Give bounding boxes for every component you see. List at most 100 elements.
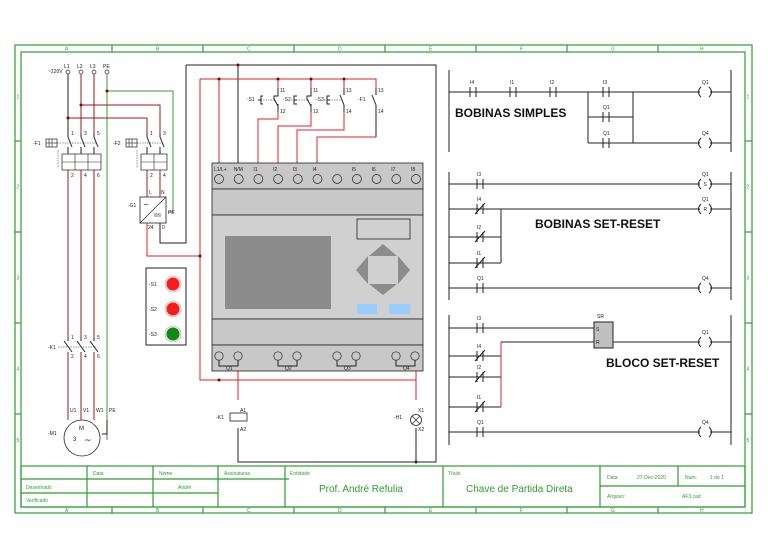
power-supply-g1: -G1 ~ PE 24 0 (128, 196, 175, 231)
nc-slash (474, 230, 486, 243)
contact-label: I4 (470, 80, 474, 86)
row-label-right: 3 (747, 276, 750, 282)
plc-output-terminal[interactable] (273, 351, 283, 361)
no-contact-blade (371, 94, 377, 106)
coil-arc (698, 336, 702, 348)
plc-output-terminal[interactable] (214, 351, 224, 361)
plc-input-terminal[interactable] (371, 174, 382, 184)
pushbutton-s3[interactable] (166, 327, 180, 341)
contact-f1-tag: -F1 (358, 97, 366, 103)
contact-label: I1 (477, 395, 481, 401)
svg-text:PE: PE (109, 408, 116, 414)
terminal-l1 (65, 69, 71, 75)
plc-input-terminal[interactable] (352, 174, 362, 184)
contact-top-label: 13 (346, 88, 352, 94)
plc-output-terminal[interactable] (410, 351, 420, 361)
svg-text:4: 4 (84, 354, 87, 360)
plc-input-terminal[interactable] (391, 174, 402, 184)
plc-output-contact (336, 360, 357, 367)
plc-key-left[interactable] (356, 256, 368, 284)
coil-label: Q1 (702, 172, 709, 178)
plc-output-label: Q2 (285, 366, 292, 372)
plc-input-terminal[interactable] (332, 174, 343, 184)
contact-top-label: 13 (378, 88, 384, 94)
contact-label: I2 (477, 225, 481, 231)
plc-input-terminal[interactable] (292, 174, 303, 184)
lamp-h1: X1 X2 -H1 (394, 408, 424, 433)
column-label-bottom: B (156, 508, 160, 514)
contactor-k1-tag: -K1 (48, 345, 56, 351)
row-label-left: 4 (17, 367, 20, 373)
coil-arc (698, 178, 702, 190)
coil-label: Q1 (702, 197, 709, 203)
svg-text:Entidade: Entidade (290, 471, 310, 477)
coil: Q1 (698, 80, 712, 98)
plc-input-terminal[interactable] (312, 174, 323, 184)
contact-label: I1 (477, 251, 481, 257)
row-label-right: 4 (747, 367, 750, 373)
nc-slash (474, 400, 486, 413)
entity-name: Prof. André Refulia (319, 484, 403, 495)
pushbutton-tag: -S1 (149, 282, 157, 288)
plc-output-terminal[interactable] (391, 351, 401, 361)
column-label-top: C (247, 47, 251, 53)
column-label-bottom: D (338, 508, 342, 514)
plc-key-up[interactable] (369, 244, 397, 256)
nc-slash (474, 349, 486, 362)
contact-top-label: 11 (280, 88, 285, 94)
nc-contact: I2 (474, 365, 486, 383)
pushbutton-s1[interactable] (166, 277, 180, 291)
plc-output-terminal[interactable] (351, 351, 361, 361)
terminal-l2-label: L2 (77, 64, 83, 70)
sheet-number: 1 de 1 (710, 475, 724, 481)
plc-key-right[interactable] (398, 256, 410, 284)
plc-input-terminal[interactable] (233, 174, 244, 184)
plc-input-terminal[interactable] (214, 174, 224, 184)
no-contact: Q1 (602, 131, 610, 148)
coil: Q1 (698, 330, 712, 348)
plc-input-terminal[interactable] (411, 174, 421, 184)
plc-output-terminal[interactable] (292, 351, 302, 361)
contact-bottom-label: 12 (313, 109, 319, 115)
svg-text:2: 2 (71, 173, 74, 179)
contact-bottom-label: 14 (378, 109, 384, 115)
section-title-bobinas-simples: BOBINAS SIMPLES (455, 106, 566, 120)
plc-key-down[interactable] (369, 284, 397, 295)
svg-text:Título: Título (448, 471, 461, 477)
coil: Q1S (698, 172, 712, 190)
plc-output-contact (395, 360, 416, 367)
mushroom-actuator-icon (258, 95, 263, 105)
plc-key-ok[interactable] (389, 304, 410, 314)
contact-s2-tag: -S2 (283, 97, 291, 103)
coil-k1: A1 A2 -K1 (216, 408, 248, 433)
sr-block-set: S (596, 327, 600, 333)
row-label-left: 5 (17, 438, 20, 444)
svg-text:Data: Data (607, 475, 618, 481)
row-label-right: 1 (747, 95, 750, 101)
svg-text:3: 3 (73, 437, 77, 443)
coil-arc (708, 282, 712, 294)
plc-output-terminal[interactable] (233, 351, 243, 361)
svg-text:X1: X1 (418, 408, 424, 414)
no-contact: I1 (509, 80, 517, 97)
pushbutton-s2[interactable] (166, 302, 180, 316)
coil: Q4 (698, 131, 712, 149)
svg-text:5: 5 (97, 335, 100, 341)
contact-label: Q1 (477, 276, 484, 282)
svg-text:1: 1 (71, 131, 74, 137)
svg-text:4: 4 (163, 173, 166, 179)
plc-output-terminal[interactable] (332, 351, 342, 361)
plc-input-label: I8 (411, 167, 415, 173)
plc-input-terminal[interactable] (253, 174, 264, 184)
plc-key-esc[interactable] (357, 304, 377, 314)
supply-voltage-label: ~220V (48, 69, 63, 75)
coil-arc (708, 178, 712, 190)
svg-text:A2: A2 (240, 427, 246, 433)
plc-small-display (356, 218, 411, 240)
plc-input-terminal[interactable] (273, 174, 283, 184)
coil-label: Q1 (702, 80, 709, 86)
column-label-top: G (611, 47, 615, 53)
